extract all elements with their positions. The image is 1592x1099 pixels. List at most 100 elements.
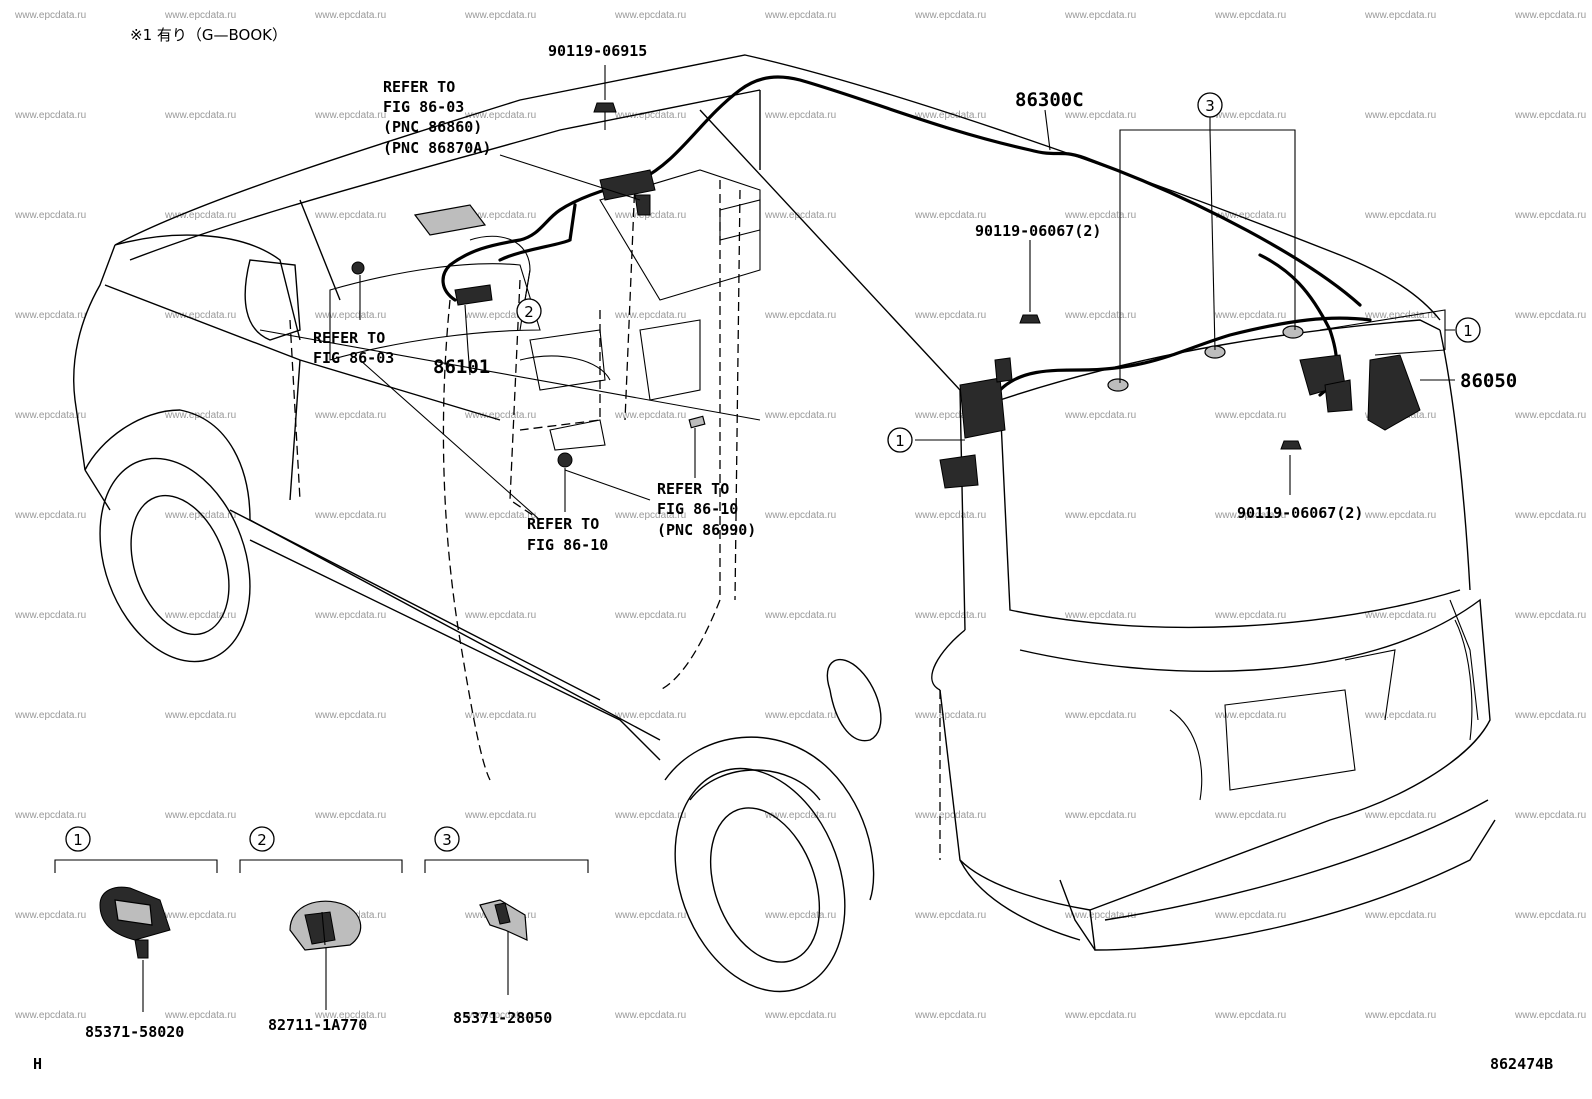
watermark-text: www.epcdata.ru: [614, 10, 686, 21]
watermark-text: www.epcdata.ru: [1364, 310, 1436, 321]
watermark-text: www.epcdata.ru: [1214, 110, 1286, 121]
watermark-text: www.epcdata.ru: [1214, 310, 1286, 321]
watermark-text: www.epcdata.ru: [314, 810, 386, 821]
watermark-text: www.epcdata.ru: [1214, 10, 1286, 21]
watermark-text: www.epcdata.ru: [1364, 210, 1436, 221]
watermark-text: www.epcdata.ru: [164, 210, 236, 221]
antenna-cord-wiring: [441, 75, 1372, 427]
svg-text:(PNC 86990): (PNC 86990): [657, 521, 756, 539]
watermark-text: www.epcdata.ru: [1214, 510, 1286, 521]
svg-text:1: 1: [1463, 322, 1473, 340]
watermark-text: www.epcdata.ru: [1364, 810, 1436, 821]
callout-3-detail: 3: [434, 826, 460, 852]
watermark-text: www.epcdata.ru: [464, 810, 536, 821]
watermark-text: www.epcdata.ru: [314, 710, 386, 721]
watermark-text: www.epcdata.ru: [314, 210, 386, 221]
svg-text:(PNC 86870A): (PNC 86870A): [383, 139, 491, 157]
watermark-text: www.epcdata.ru: [314, 410, 386, 421]
callout-1-left: 1: [887, 427, 913, 453]
label-antenna-cord: 86300C: [1015, 89, 1084, 111]
svg-text:3: 3: [442, 831, 452, 849]
watermark-text: www.epcdata.ru: [1514, 910, 1586, 921]
refer-note-c: REFER TO FIG 86-10: [527, 515, 608, 554]
watermark-text: www.epcdata.ru: [164, 110, 236, 121]
label-bolt-right-lower: 90119-06067(2): [1237, 504, 1363, 522]
watermark-text: www.epcdata.ru: [164, 610, 236, 621]
detail-clamps: [99, 886, 528, 959]
svg-text:FIG 86-03: FIG 86-03: [313, 349, 394, 367]
watermark-text: www.epcdata.ru: [464, 510, 536, 521]
callout-2-dash: 2: [516, 298, 542, 324]
watermark-text: www.epcdata.ru: [1214, 710, 1286, 721]
watermark-text: www.epcdata.ru: [1364, 1010, 1436, 1021]
watermark-text: www.epcdata.ru: [764, 610, 836, 621]
callout-2-detail: 2: [249, 826, 275, 852]
watermark-text: www.epcdata.ru: [164, 310, 236, 321]
label-bolt-top: 90119-06915: [548, 42, 647, 60]
watermark-text: www.epcdata.ru: [1064, 110, 1136, 121]
label-unit-86050: 86050: [1460, 370, 1517, 392]
module-left-icon: [959, 377, 1006, 439]
watermark-text: www.epcdata.ru: [764, 410, 836, 421]
watermark-text: www.epcdata.ru: [614, 310, 686, 321]
vehicle-outline: [73, 54, 1496, 993]
watermark-text: www.epcdata.ru: [14, 510, 86, 521]
watermark-text: www.epcdata.ru: [1064, 910, 1136, 921]
watermark-text: www.epcdata.ru: [914, 210, 986, 221]
svg-text:REFER TO: REFER TO: [657, 480, 729, 498]
watermark-text: www.epcdata.ru: [1064, 1010, 1136, 1021]
watermark-text: www.epcdata.ru: [14, 710, 86, 721]
watermark-text: www.epcdata.ru: [14, 210, 86, 221]
watermark-text: www.epcdata.ru: [164, 710, 236, 721]
watermark-text: www.epcdata.ru: [1214, 910, 1286, 921]
watermark-text: www.epcdata.ru: [1064, 710, 1136, 721]
refer-note-b: REFER TO FIG 86-03: [313, 329, 394, 367]
watermark-text: www.epcdata.ru: [1364, 110, 1436, 121]
watermark-text: www.epcdata.ru: [464, 610, 536, 621]
bolt-right-upper-icon: [1019, 314, 1041, 324]
watermark-text: www.epcdata.ru: [1514, 1010, 1586, 1021]
header-note: ※1 有り（G—BOOK）: [130, 26, 287, 44]
watermark-text: www.epcdata.ru: [1514, 510, 1586, 521]
watermark-text: www.epcdata.ru: [164, 810, 236, 821]
watermark-text: www.epcdata.ru: [764, 110, 836, 121]
watermark-text: www.epcdata.ru: [614, 110, 686, 121]
leader-lines: [54, 65, 1455, 1012]
svg-text:FIG 86-03: FIG 86-03: [383, 98, 464, 116]
watermark-text: www.epcdata.ru: [914, 110, 986, 121]
mic-icon: [351, 261, 365, 275]
label-bolt-right-upper: 90119-06067(2): [975, 222, 1101, 240]
callout-3-top: 3: [1197, 92, 1223, 118]
watermark-text: www.epcdata.ru: [314, 10, 386, 21]
clamp-3-icon: [479, 899, 528, 941]
watermark-text: www.epcdata.ru: [764, 810, 836, 821]
watermark-text: www.epcdata.ru: [614, 510, 686, 521]
watermark-text: www.epcdata.ru: [1064, 10, 1136, 21]
label-clamp-2: 82711-1A770: [268, 1016, 367, 1034]
watermark-text: www.epcdata.ru: [14, 610, 86, 621]
watermark-text: www.epcdata.ru: [1364, 10, 1436, 21]
watermark-text: www.epcdata.ru: [464, 210, 536, 221]
footer-left-code: H: [33, 1055, 42, 1073]
clamp-1-icon: [99, 886, 171, 959]
front-module-icon: [599, 169, 656, 201]
refer-note-d: REFER TO FIG 86-10 (PNC 86990): [657, 480, 756, 539]
watermark-text: www.epcdata.ru: [14, 410, 86, 421]
watermark-text: www.epcdata.ru: [1214, 1010, 1286, 1021]
watermark-text: www.epcdata.ru: [1514, 810, 1586, 821]
watermark-text: www.epcdata.ru: [14, 310, 86, 321]
watermark-text: www.epcdata.ru: [1514, 10, 1586, 21]
watermark-text: www.epcdata.ru: [764, 310, 836, 321]
watermark-text: www.epcdata.ru: [1214, 210, 1286, 221]
bolt-right-lower-icon: [1280, 440, 1302, 450]
svg-text:REFER TO: REFER TO: [527, 515, 599, 533]
label-clamp-1: 85371-58020: [85, 1023, 184, 1041]
watermark-text: www.epcdata.ru: [764, 10, 836, 21]
watermark-text: www.epcdata.ru: [14, 1010, 86, 1021]
watermark-text: www.epcdata.ru: [1064, 810, 1136, 821]
watermark-text: www.epcdata.ru: [914, 610, 986, 621]
svg-text:(PNC 86860): (PNC 86860): [383, 118, 482, 136]
watermark-text: www.epcdata.ru: [14, 10, 86, 21]
watermark-text: www.epcdata.ru: [914, 910, 986, 921]
watermark-text: www.epcdata.ru: [464, 310, 536, 321]
